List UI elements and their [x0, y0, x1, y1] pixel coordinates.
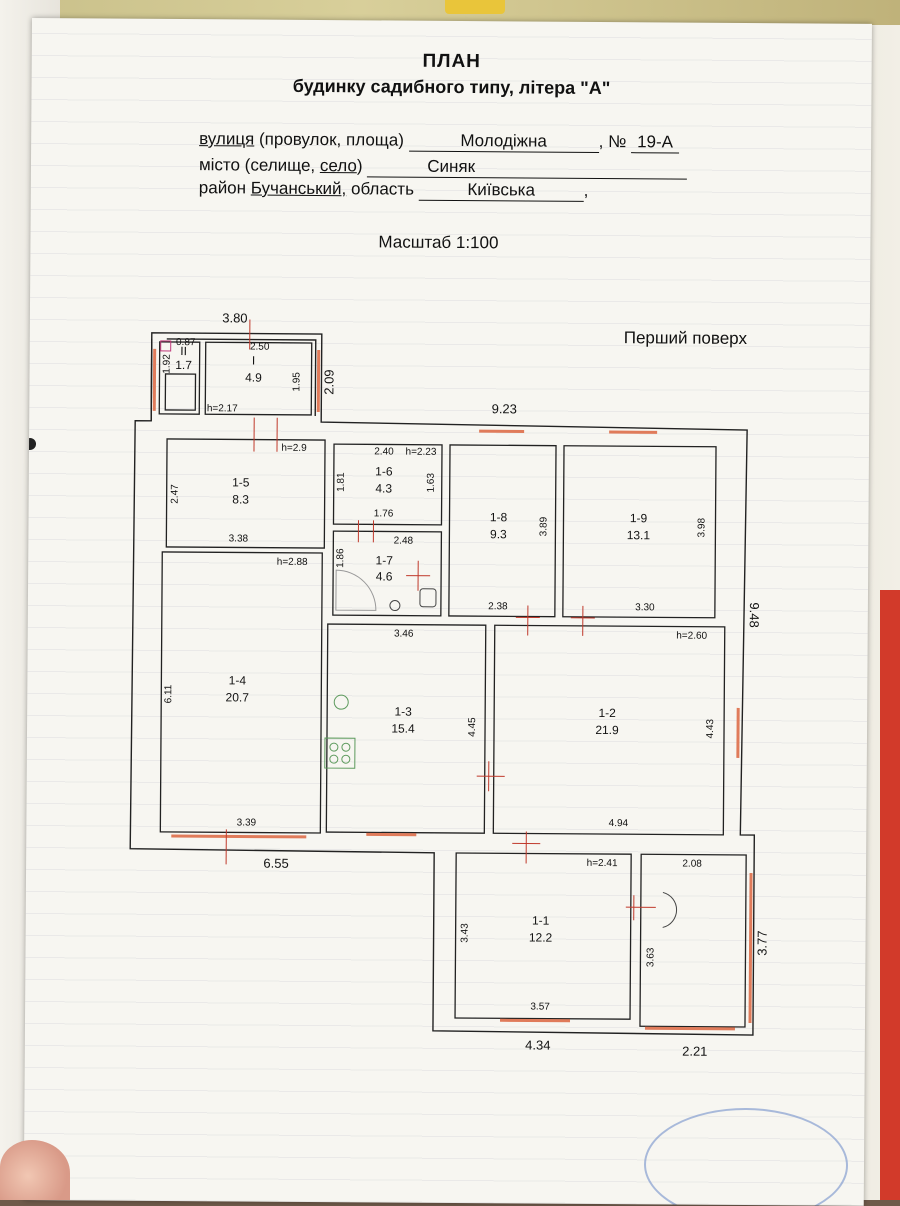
dim-r15-height: h=2.9 [281, 443, 307, 454]
dim-porch-inner: 2.50 [250, 342, 270, 353]
room-id-1-5: 1-5 [232, 475, 250, 489]
dim-r14-height: h=2.88 [277, 557, 308, 568]
dim-porch-ii-height: 1.92 [162, 354, 173, 374]
dim-r14-bottom: 3.39 [237, 817, 257, 828]
dim-r18-right: 3.89 [538, 516, 549, 536]
dim-r19-bottom: 3.30 [635, 602, 655, 613]
dim-bottom-mid: 4.34 [525, 1037, 550, 1052]
dim-r17-width: 2.48 [394, 536, 414, 547]
plan-sheet: ПЛАН будинку садибного типу, літера "А" … [24, 18, 872, 1206]
room-id-1-4: 1-4 [229, 673, 247, 687]
dim-r12-bottom: 4.94 [609, 818, 629, 829]
dim-porch-width: 3.80 [222, 310, 247, 325]
dim-porch-right: 2.09 [321, 369, 336, 394]
dim-r11-height: h=2.41 [587, 858, 618, 869]
fixtures [157, 341, 681, 928]
cover-flag [445, 0, 505, 14]
room-area-1-3: 15.4 [391, 722, 415, 736]
dim-r16-right: 1.63 [426, 473, 437, 493]
dim-r17-left: 1.86 [335, 548, 346, 568]
room-id-I: I [252, 354, 255, 368]
room-id-1-7: 1-7 [376, 553, 394, 567]
room-area-1-8: 9.3 [490, 527, 507, 541]
dim-r15-width: 3.38 [229, 533, 249, 544]
dim-r12-height: h=2.60 [676, 631, 707, 642]
room-id-1-1: 1-1 [532, 914, 550, 928]
red-folder-tab [880, 590, 900, 1200]
dim-r13-right: 4.45 [467, 717, 478, 737]
dim-porch-side: 1.95 [291, 372, 302, 392]
dim-r10-left: 3.63 [645, 947, 656, 967]
room-area-1-5: 8.3 [232, 492, 249, 506]
dim-r19-right: 3.98 [696, 517, 707, 537]
dim-porch-small: 0.87 [176, 337, 196, 348]
dim-r15-side: 2.47 [170, 484, 181, 504]
dim-r16-width: 2.40 [374, 446, 394, 457]
dim-r14-left: 6.11 [163, 684, 174, 703]
room-area-1-7: 4.6 [376, 569, 393, 583]
dim-r16-bottom: 1.76 [374, 508, 394, 519]
door-marks [226, 319, 660, 920]
room-id-1-2: 1-2 [598, 706, 616, 720]
dim-r11-left: 3.43 [460, 923, 471, 943]
dim-total-height: 9.48 [747, 602, 762, 627]
outer-walls [129, 333, 758, 1035]
room-area-II: 1.7 [175, 358, 192, 372]
dim-r16-height: h=2.23 [406, 447, 437, 458]
dim-porch-height: h=2.17 [207, 403, 238, 414]
dim-r18-bottom: 2.38 [488, 601, 508, 612]
dim-r12-right: 4.43 [705, 719, 716, 739]
room-area-1-9: 13.1 [627, 528, 651, 542]
dimension-labels: 3.80 2.50 0.87 1.92 1.95 2.09 h=2.17 9.2… [157, 310, 774, 1059]
dim-r16-left: 1.81 [336, 472, 347, 492]
room-id-1-8: 1-8 [490, 510, 508, 524]
dim-r11-bottom: 3.57 [530, 1002, 550, 1013]
floor-plan-drawing: I 4.9 II 1.7 1-1 12.2 1-2 21.9 1-3 15.4 … [24, 18, 872, 1206]
dim-bottom-left: 6.55 [263, 856, 288, 871]
dim-bottom-right: 2.21 [682, 1044, 707, 1059]
room-area-1-4: 20.7 [226, 690, 250, 704]
room-area-1-1: 12.2 [529, 930, 553, 944]
room-id-1-9: 1-9 [630, 511, 648, 525]
room-id-1-3: 1-3 [394, 705, 412, 719]
room-id-1-6: 1-6 [375, 464, 393, 478]
dim-right-extension: 3.77 [754, 930, 769, 955]
dim-r10-width: 2.08 [682, 859, 702, 870]
room-area-I: 4.9 [245, 370, 262, 384]
room-area-1-6: 4.3 [375, 481, 392, 495]
room-labels: I 4.9 II 1.7 1-1 12.2 1-2 21.9 1-3 15.4 … [171, 344, 652, 945]
dim-total-width: 9.23 [492, 401, 517, 416]
dim-r13-width: 3.46 [394, 629, 414, 640]
room-area-1-2: 21.9 [595, 723, 619, 737]
